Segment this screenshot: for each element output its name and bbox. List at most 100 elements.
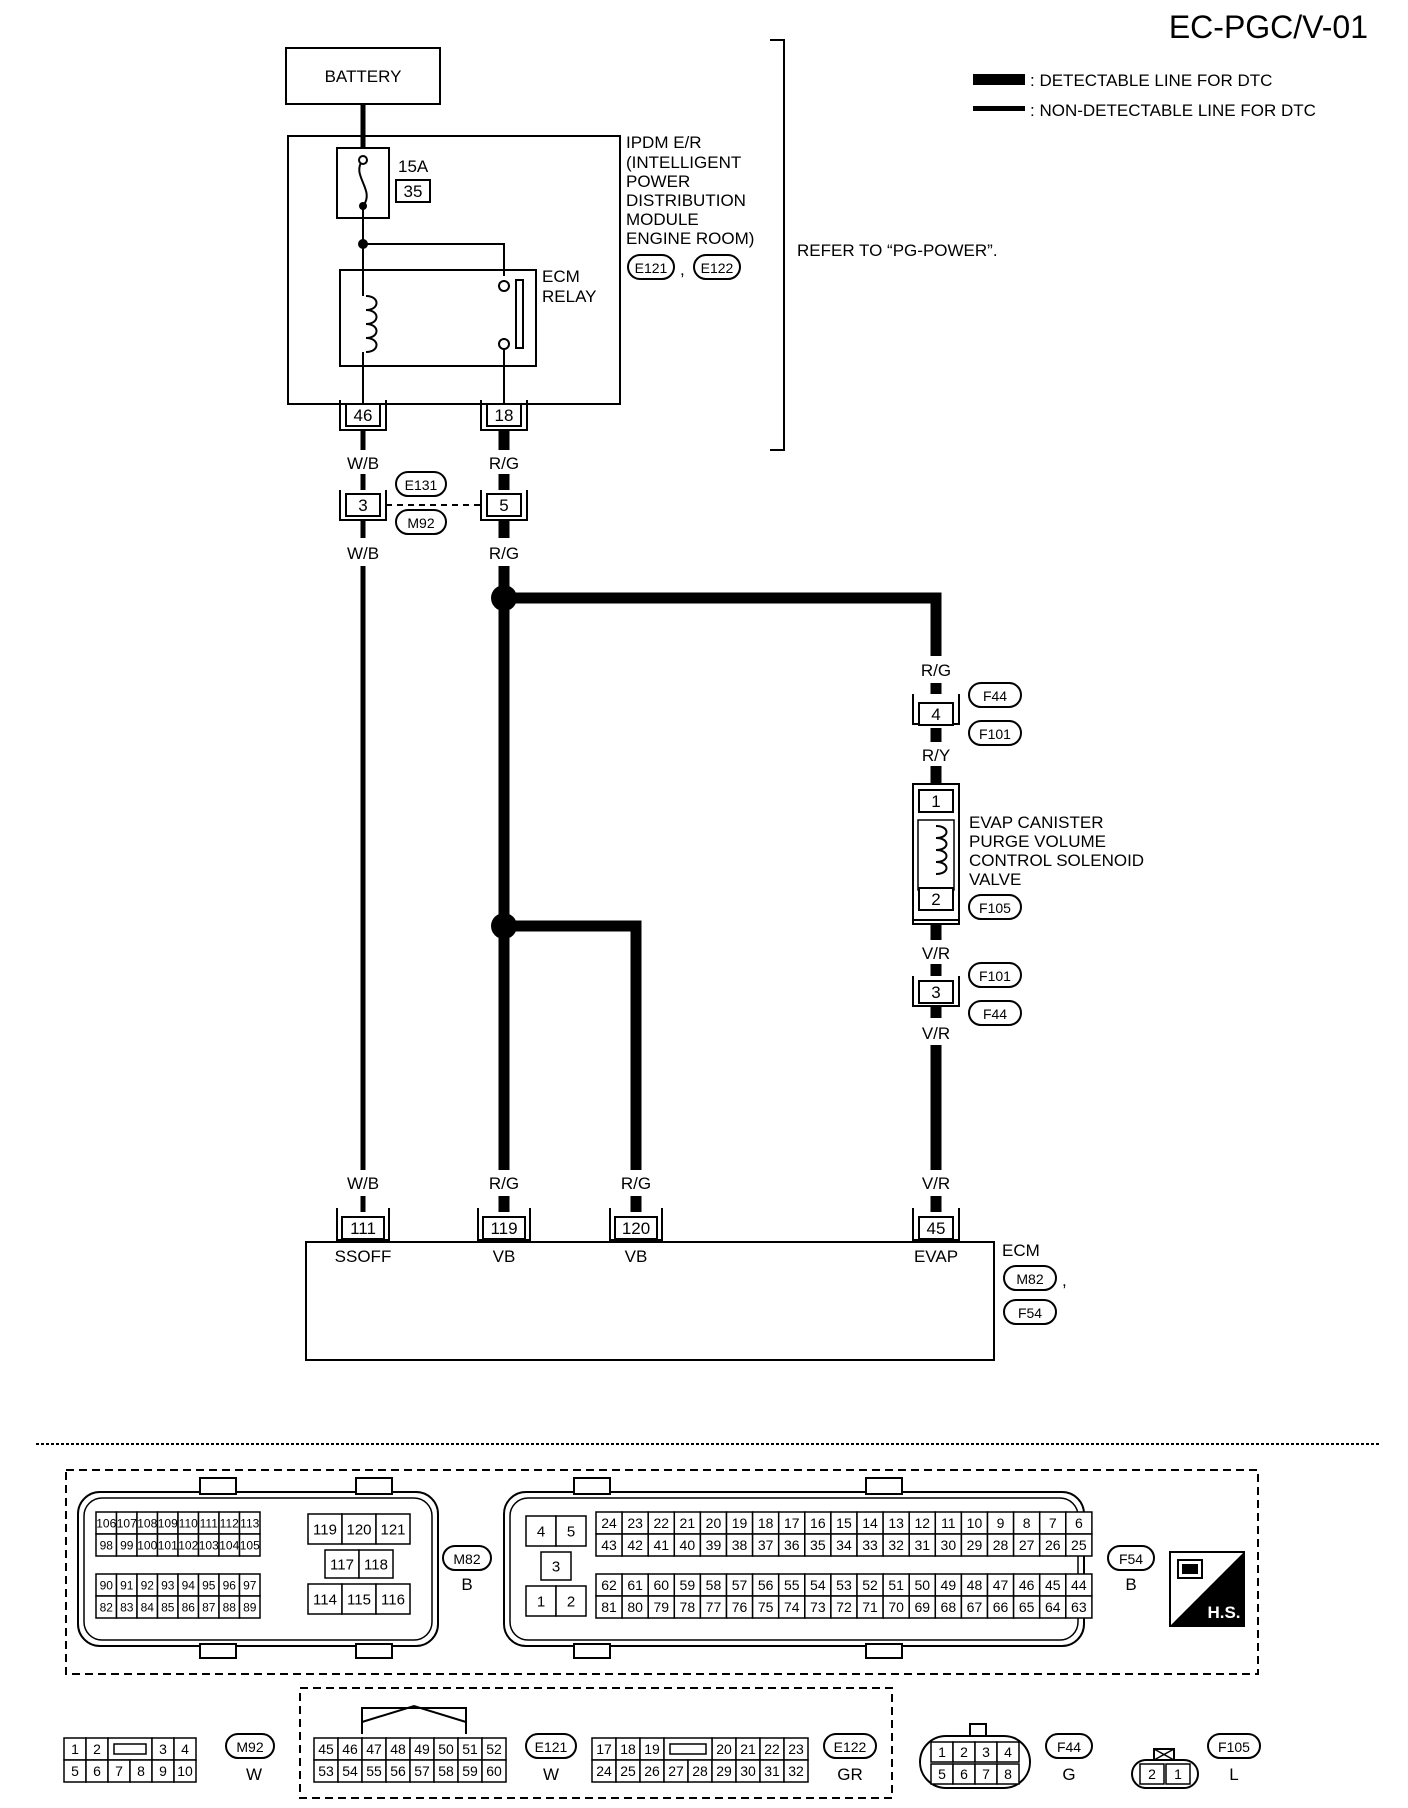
pin-number: 50 — [914, 1577, 930, 1593]
pin-number: 107 — [117, 1516, 137, 1530]
pin-number: 109 — [158, 1516, 178, 1530]
pin-cell — [1065, 1533, 1093, 1557]
pin-number: 14 — [862, 1515, 878, 1531]
pin-number: 114 — [313, 1591, 337, 1608]
refer-note: REFER TO “PG-POWER”. — [797, 241, 998, 260]
lower-id-2: F44 — [983, 1006, 1007, 1022]
pin-number: 49 — [941, 1577, 957, 1593]
pin-number: 58 — [438, 1763, 454, 1779]
solenoid-pin-1: 1 — [931, 792, 940, 811]
pin-number: 47 — [366, 1741, 382, 1757]
pin-number: 3 — [982, 1744, 990, 1760]
pin-number: 106 — [96, 1516, 116, 1530]
pin-number: 2 — [960, 1744, 968, 1760]
pin-number: 2 — [93, 1741, 101, 1757]
joint-id-2: M92 — [407, 515, 434, 531]
pin-number: 19 — [644, 1741, 660, 1757]
pin-number: 61 — [627, 1577, 643, 1593]
pin-cell — [783, 1759, 809, 1783]
pin-number: 18 — [620, 1741, 636, 1757]
ipdm-label-5: MODULE — [626, 210, 699, 229]
contact-bottom — [498, 338, 510, 350]
pin-number: 46 — [342, 1741, 358, 1757]
fuse-terminal-top — [358, 155, 368, 165]
pin-number: 33 — [862, 1537, 878, 1553]
ecm-pin-45: 45 — [927, 1219, 946, 1238]
pin-number: 24 — [596, 1763, 612, 1779]
pin-number: 4 — [1004, 1744, 1012, 1760]
legend-non-detectable: : NON-DETECTABLE LINE FOR DTC — [1030, 101, 1316, 120]
m92-id: M92 — [236, 1739, 263, 1755]
e122-key-notch — [669, 1743, 707, 1755]
upper-pin: 4 — [931, 705, 940, 724]
pin-cell — [238, 1595, 261, 1619]
ipdm-label-2: (INTELLIGENT — [626, 153, 741, 172]
ecm-badge-1 — [1003, 1265, 1057, 1291]
terminal-46: 46 — [339, 400, 387, 431]
pin-number: 17 — [784, 1515, 800, 1531]
ipdm-connector-2: E122 — [701, 260, 734, 276]
pin-cell — [996, 1741, 1020, 1763]
pin-number: 74 — [784, 1599, 800, 1615]
pin-number: 77 — [706, 1599, 722, 1615]
legend-thick-line — [973, 74, 1025, 85]
wire-wb-1: W/B — [347, 454, 379, 473]
pin-number: 55 — [366, 1763, 382, 1779]
pin-number: 27 — [1019, 1537, 1035, 1553]
pin-number: 4 — [181, 1741, 189, 1757]
pin-number: 81 — [601, 1599, 617, 1615]
pin-cell — [375, 1513, 411, 1545]
m92-badge — [225, 1733, 275, 1759]
pin-cell — [481, 1759, 507, 1783]
pin-number: 117 — [330, 1556, 354, 1573]
pin-number: 56 — [390, 1763, 406, 1779]
ecm-terminal-120: 120 — [609, 1208, 663, 1241]
pin-number: 22 — [764, 1741, 780, 1757]
pin-number: 64 — [1045, 1599, 1061, 1615]
pin-number: 58 — [706, 1577, 722, 1593]
label-mask-wb — [340, 1170, 386, 1192]
ipdm-label-6: ENGINE ROOM) — [626, 229, 754, 248]
pin-number: 20 — [706, 1515, 722, 1531]
pin-number: 50 — [438, 1741, 454, 1757]
pin-cell — [540, 1551, 572, 1581]
ecm-wire-1: W/B — [347, 1174, 379, 1193]
relay-label-1: ECM — [542, 267, 580, 286]
wire-vr-2: V/R — [922, 1024, 950, 1043]
pin-number: 45 — [1045, 1577, 1061, 1593]
pin-number: 93 — [161, 1578, 175, 1592]
pin-number: 53 — [318, 1763, 334, 1779]
pin-number: 29 — [716, 1763, 732, 1779]
pin-number: 26 — [644, 1763, 660, 1779]
e121-latch-peak — [361, 1704, 467, 1723]
pin-number: 66 — [993, 1599, 1009, 1615]
pin-number: 57 — [414, 1763, 430, 1779]
relay-label-2: RELAY — [542, 287, 597, 306]
pin-number: 7 — [1049, 1515, 1057, 1531]
pin-number: 1 — [71, 1741, 79, 1757]
pin-number: 83 — [120, 1600, 134, 1614]
joint-id-1: E131 — [405, 477, 438, 493]
e121-badge — [525, 1733, 577, 1759]
pin-number: 12 — [914, 1515, 930, 1531]
pin-number: 65 — [1019, 1599, 1035, 1615]
battery-label: BATTERY — [325, 67, 402, 86]
solenoid-pin-2: 2 — [931, 890, 940, 909]
ipdm-connector-comma: , — [680, 260, 685, 279]
pin-number: 7 — [115, 1763, 123, 1779]
page-code: EC-PGC/V-01 — [1169, 9, 1368, 45]
pin-number: 95 — [202, 1578, 216, 1592]
label-mask-rg-120 — [613, 1170, 659, 1192]
ecm-terminal-111: 111 — [336, 1208, 390, 1241]
ecm-terminal-119: 119 — [477, 1208, 531, 1241]
ecm-connector-comma: , — [1062, 1271, 1067, 1290]
pin-number: 29 — [967, 1537, 983, 1553]
pin-number: 104 — [219, 1538, 239, 1552]
ecm-connector-2: F54 — [1018, 1305, 1042, 1321]
pin-number: 96 — [223, 1578, 237, 1592]
pin-number: 87 — [202, 1600, 216, 1614]
m82-badge — [442, 1545, 492, 1571]
